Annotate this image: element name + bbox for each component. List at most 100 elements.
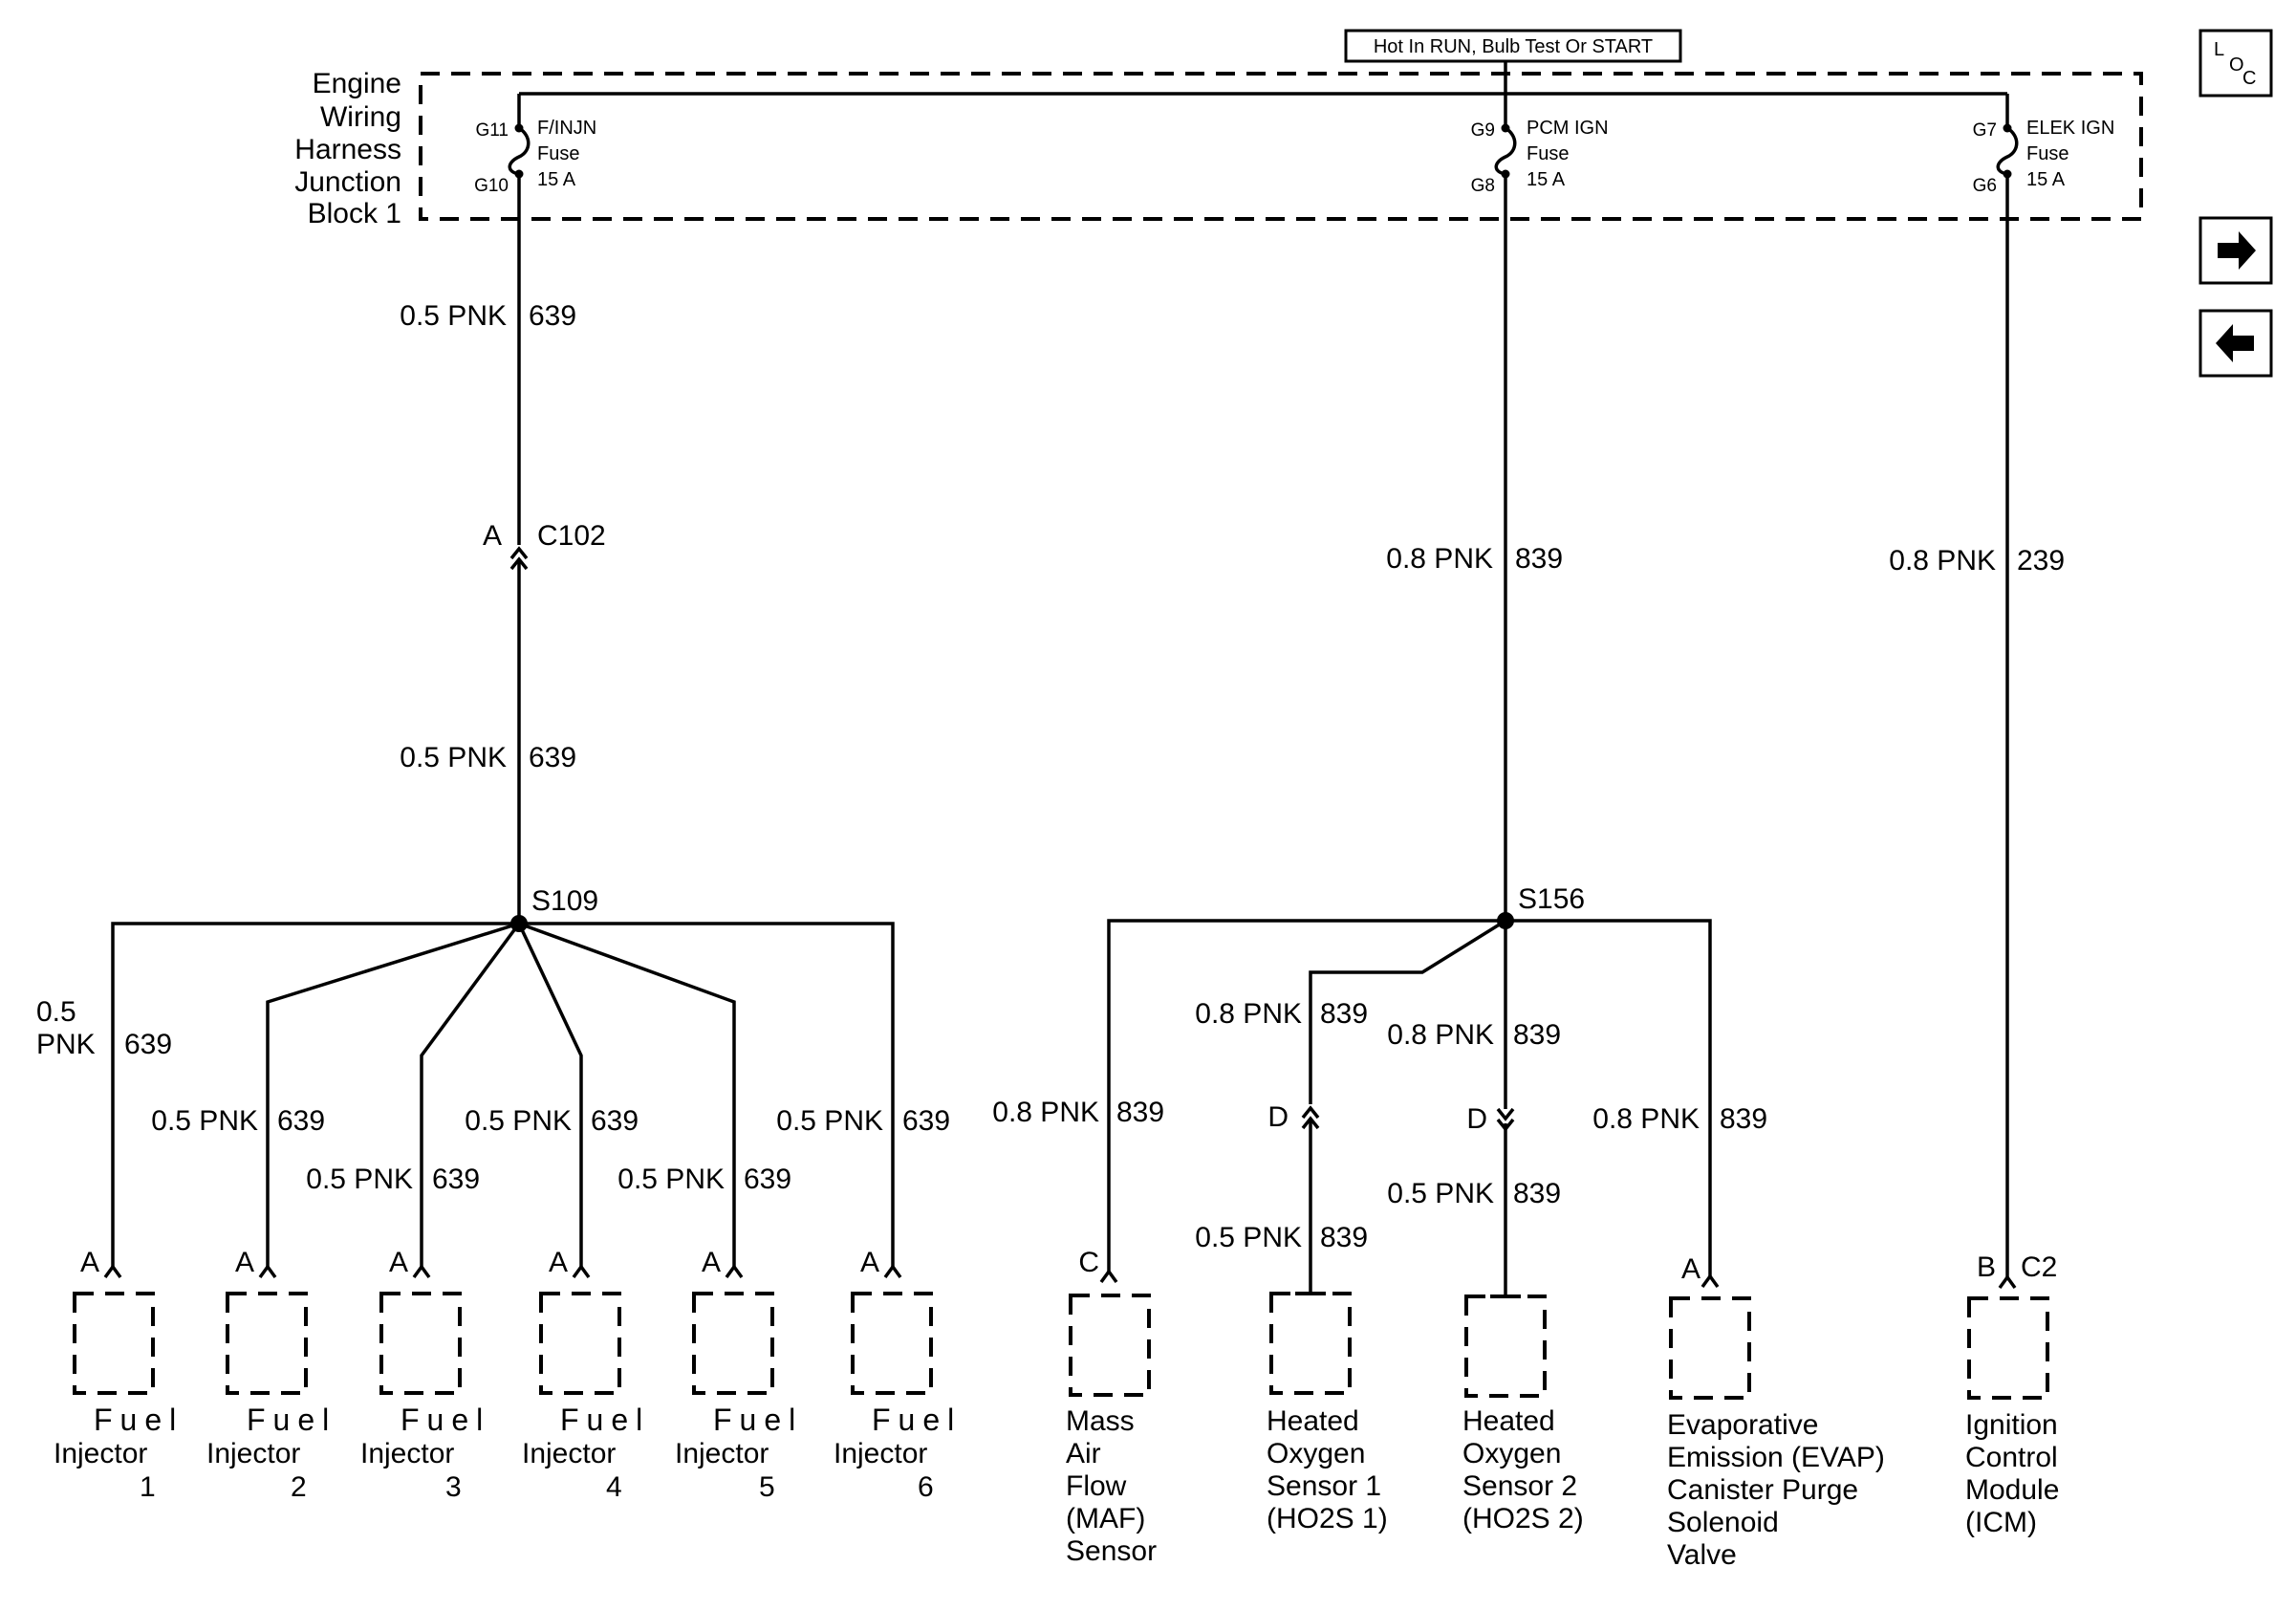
icm-line-1: Ignition bbox=[1965, 1409, 2058, 1441]
fuse-finjn-rating: 15 A bbox=[537, 169, 576, 190]
inj1-box bbox=[73, 1292, 155, 1395]
s156-label: S156 bbox=[1518, 883, 1585, 915]
inj3-injector: Injector bbox=[360, 1438, 454, 1469]
inj5-box bbox=[692, 1292, 774, 1395]
w639-top-gauge: 0.5 PNK bbox=[400, 300, 507, 332]
icm-line-2: Control bbox=[1965, 1442, 2058, 1473]
maf-pin: C bbox=[1078, 1247, 1099, 1278]
icm-line-4: (ICM) bbox=[1965, 1507, 2037, 1538]
fuel-injector-5: A Fuel Injector 5 bbox=[675, 1247, 795, 1503]
ho2s1-bot-gauge: 0.5 PNK bbox=[1195, 1222, 1302, 1253]
maf-box bbox=[1069, 1294, 1151, 1397]
icm-line-3: Module bbox=[1965, 1474, 2059, 1506]
fuse-pcm-bottom-pin: G8 bbox=[1471, 176, 1495, 196]
ho2s2-bot-circuit: 839 bbox=[1513, 1178, 1561, 1209]
inj4-fuel: Fuel bbox=[560, 1403, 650, 1437]
evap-circuit: 839 bbox=[1720, 1103, 1767, 1135]
fuse-elek-word: Fuse bbox=[2026, 143, 2069, 164]
inj6-gauge: 0.5 PNK bbox=[776, 1105, 883, 1137]
inj6-injector: Injector bbox=[834, 1438, 927, 1469]
fuse-pcm-rating: 15 A bbox=[1527, 169, 1566, 190]
prev-page-button[interactable] bbox=[2199, 309, 2273, 378]
fuse-pcm-name: PCM IGN bbox=[1527, 118, 1609, 139]
ho2s2-line-3: Sensor 2 bbox=[1462, 1470, 1577, 1502]
fuse-elek-top-pin: G7 bbox=[1973, 120, 1997, 141]
ho2s2-d-pin: D bbox=[1466, 1103, 1487, 1135]
inj1-num: 1 bbox=[140, 1471, 156, 1503]
ho2s1-line-2: Oxygen bbox=[1267, 1438, 1365, 1469]
evap-line-3: Canister Purge bbox=[1667, 1474, 1858, 1506]
inj2-box bbox=[226, 1292, 308, 1395]
inj4-circuit: 639 bbox=[591, 1105, 639, 1137]
inj6-pin: A bbox=[860, 1247, 879, 1278]
inj3-num: 3 bbox=[445, 1471, 462, 1503]
ho2s1-bot-circuit: 839 bbox=[1320, 1222, 1368, 1253]
inj1-pin: A bbox=[80, 1247, 99, 1278]
fuse-finjn: G11 G10 F/INJN Fuse 15 A bbox=[474, 94, 596, 219]
inj5-injector: Injector bbox=[675, 1438, 769, 1469]
branch-inj6 bbox=[519, 922, 895, 1267]
fuse-finjn-word: Fuse bbox=[537, 143, 579, 164]
loc-o: O bbox=[2229, 54, 2244, 76]
ho2s1-d-pin: D bbox=[1267, 1101, 1289, 1133]
fuse-finjn-bottom-pin: G10 bbox=[474, 176, 509, 196]
branch-inj2 bbox=[266, 922, 520, 1267]
inj1-fuel: Fuel bbox=[94, 1403, 184, 1437]
maf-line-5: Sensor bbox=[1066, 1535, 1157, 1567]
fuel-injector-1: A Fuel Injector 1 bbox=[54, 1247, 184, 1503]
fuse-elek-rating: 15 A bbox=[2026, 169, 2066, 190]
inj4-pin: A bbox=[549, 1247, 568, 1278]
w839-main-circuit: 839 bbox=[1515, 543, 1563, 575]
ho2s1-top-circuit: 839 bbox=[1320, 998, 1368, 1030]
inj4-box bbox=[539, 1292, 621, 1395]
inj6-fuel: Fuel bbox=[872, 1403, 962, 1437]
maf-sensor: C Mass Air Flow (MAF) Sensor bbox=[1066, 1247, 1157, 1567]
inj1-gauge-2: PNK bbox=[36, 1029, 96, 1060]
jb-line-3: Harness bbox=[294, 134, 401, 165]
fuse-finjn-top-pin: G11 bbox=[475, 120, 509, 141]
loc-button[interactable]: L O C bbox=[2199, 29, 2273, 98]
icm-connector: C2 bbox=[2021, 1251, 2057, 1283]
inj4-gauge: 0.5 PNK bbox=[465, 1105, 572, 1137]
ho2s1-line-1: Heated bbox=[1267, 1405, 1359, 1437]
evap-pin: A bbox=[1681, 1253, 1700, 1285]
fuel-injector-6: A Fuel Injector 6 bbox=[834, 1247, 962, 1503]
jb-line-2: Wiring bbox=[320, 101, 401, 133]
ho2s1-line-3: Sensor 1 bbox=[1267, 1470, 1381, 1502]
ignition-control-module: B C2 Ignition Control Module (ICM) bbox=[1965, 1251, 2059, 1538]
connector-ho2s1-d bbox=[1301, 1105, 1320, 1130]
w839-main-gauge: 0.8 PNK bbox=[1386, 543, 1493, 575]
evap-line-1: Evaporative bbox=[1667, 1409, 1818, 1441]
branch-inj4 bbox=[517, 923, 583, 1267]
fuel-injector-4: A Fuel Injector 4 bbox=[522, 1247, 650, 1503]
w239-circuit: 239 bbox=[2017, 545, 2065, 577]
junction-block-outline bbox=[419, 72, 2143, 221]
ho2s2-bot-gauge: 0.5 PNK bbox=[1387, 1178, 1494, 1209]
ho2s2-top-circuit: 839 bbox=[1513, 1019, 1561, 1051]
c102-pin: A bbox=[483, 520, 502, 552]
jb-line-5: Block 1 bbox=[308, 198, 401, 229]
ho2s2-top-gauge: 0.8 PNK bbox=[1387, 1019, 1494, 1051]
banner-text: Hot In RUN, Bulb Test Or START bbox=[1374, 36, 1653, 57]
w639-top-circuit: 639 bbox=[529, 300, 576, 332]
jb-line-1: Engine bbox=[313, 68, 401, 99]
maf-line-2: Air bbox=[1066, 1438, 1101, 1469]
inj6-box bbox=[851, 1292, 933, 1395]
inj2-gauge: 0.5 PNK bbox=[151, 1105, 258, 1137]
icm-pin: B bbox=[1977, 1251, 1996, 1283]
inj2-pin: A bbox=[235, 1247, 254, 1278]
connector-c102: A C102 bbox=[483, 520, 606, 571]
maf-gauge: 0.8 PNK bbox=[992, 1097, 1099, 1128]
w639-mid-gauge: 0.5 PNK bbox=[400, 742, 507, 773]
branch-evap bbox=[1505, 919, 1712, 1276]
inj2-num: 2 bbox=[291, 1471, 307, 1503]
next-page-button[interactable] bbox=[2199, 216, 2273, 285]
junction-block-label: Engine Wiring Harness Junction Block 1 bbox=[294, 68, 401, 229]
w639-mid-circuit: 639 bbox=[529, 742, 576, 773]
branch-inj5 bbox=[518, 922, 736, 1267]
ho2s2-line-4: (HO2S 2) bbox=[1462, 1503, 1584, 1534]
inj2-circuit: 639 bbox=[277, 1105, 325, 1137]
ho2s2-box bbox=[1464, 1295, 1547, 1398]
maf-line-1: Mass bbox=[1066, 1405, 1135, 1437]
